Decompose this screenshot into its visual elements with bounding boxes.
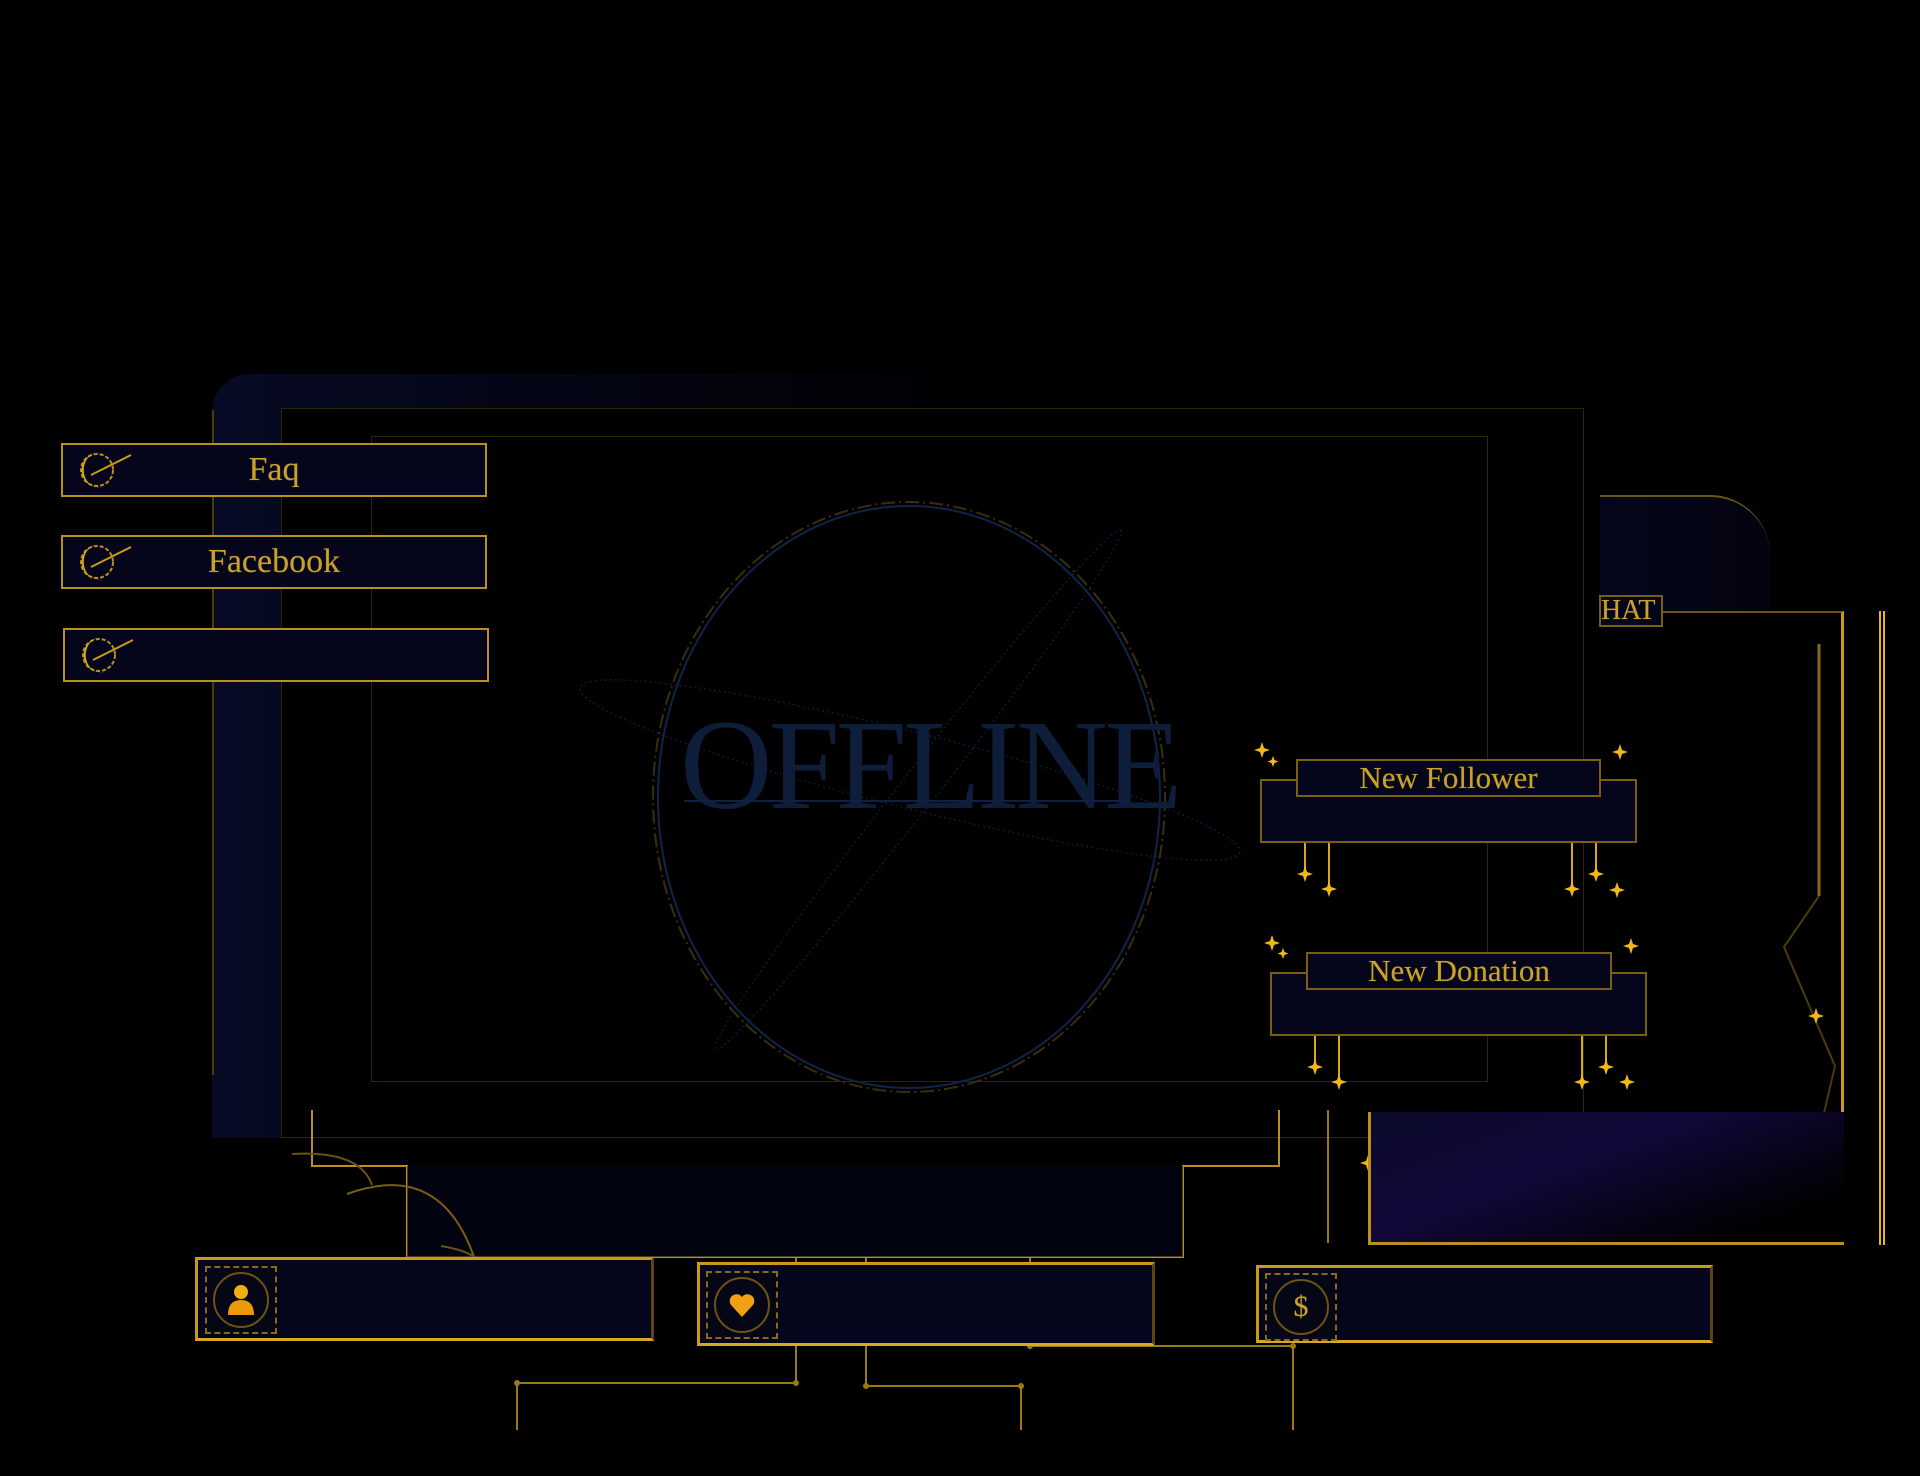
latest-follower-bar [195,1257,654,1341]
user-icon [228,1285,254,1315]
new-follower-title: New Follower [1296,759,1601,797]
crescent-moon-comet-icon [82,638,134,673]
heart-icon-ring [714,1277,770,1333]
chat-label: HAT [1599,595,1663,627]
new-donation-title: New Donation [1306,952,1612,990]
offline-underline [684,800,1130,802]
heart-icon-frame [706,1271,778,1339]
latest-donation-bar: $ [1256,1265,1713,1343]
offline-status-text: OFFLINE [680,694,1182,836]
chat-tab-background [1600,495,1770,613]
faq-label: Faq [248,451,300,488]
crescent-moon-comet-icon [80,453,132,488]
crescent-moon-comet-icon [80,545,132,580]
dollar-icon-frame: $ [1265,1273,1337,1341]
facebook-button[interactable]: Facebook [61,535,487,589]
facebook-label: Facebook [207,543,341,580]
dollar-icon: $ [1293,1290,1309,1323]
latest-subscriber-bar [697,1262,1155,1346]
follower-icon-ring [213,1272,269,1328]
follower-icon-frame [205,1266,277,1334]
empty-link-button[interactable] [63,628,489,682]
heart-icon [729,1294,755,1317]
dollar-icon-ring: $ [1273,1279,1329,1335]
webcam-frame [1368,1112,1844,1245]
faq-button[interactable]: Faq [61,443,487,497]
